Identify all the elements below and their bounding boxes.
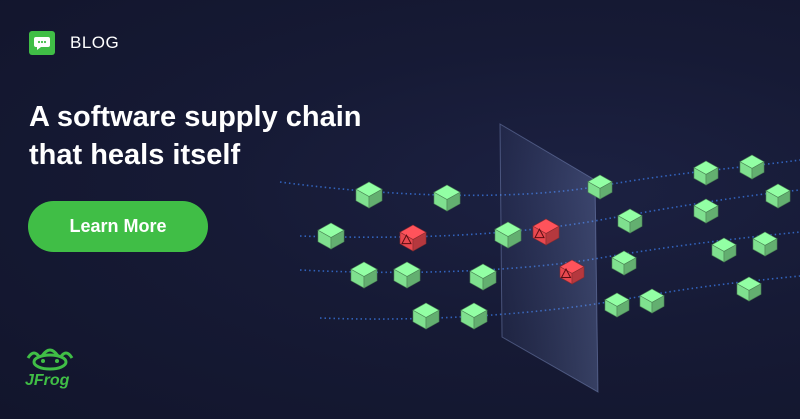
headline-line-2: that heals itself — [29, 139, 241, 171]
package-icon — [433, 184, 461, 212]
vulnerable-package-icon — [559, 259, 585, 285]
healing-filter-panel — [499, 123, 599, 393]
package-icon — [611, 250, 637, 276]
package-icon — [736, 276, 762, 302]
data-stream-line — [279, 159, 800, 197]
vulnerable-package-icon — [399, 224, 427, 252]
package-icon — [355, 181, 383, 209]
package-icon — [393, 261, 421, 289]
blog-label: BLOG — [70, 33, 120, 52]
package-icon — [412, 302, 440, 330]
package-icon — [639, 288, 665, 314]
package-icon — [693, 160, 719, 186]
package-icon — [317, 222, 345, 250]
headline-line-1: A software supply chain — [29, 101, 362, 133]
package-icon — [711, 237, 737, 263]
package-icon — [617, 208, 643, 234]
package-cubes — [317, 154, 791, 330]
package-icon — [604, 292, 630, 318]
package-icon — [693, 198, 719, 224]
data-stream-line — [319, 275, 800, 320]
page-headline: A software supply chain that heals itsel… — [29, 98, 449, 174]
package-icon — [739, 154, 765, 180]
package-icon — [765, 183, 791, 209]
package-icon — [587, 174, 613, 200]
vulnerable-package-icon — [532, 218, 560, 246]
learn-more-button[interactable]: Learn More — [28, 201, 208, 252]
frog-logo-icon — [22, 342, 78, 398]
package-icon — [494, 221, 522, 249]
jfrog-wordmark: JFrog — [25, 372, 70, 389]
chat-bubble-icon — [29, 31, 55, 55]
package-icon — [460, 302, 488, 330]
package-icon — [350, 261, 378, 289]
package-icon — [469, 263, 497, 291]
package-icon — [752, 231, 778, 257]
